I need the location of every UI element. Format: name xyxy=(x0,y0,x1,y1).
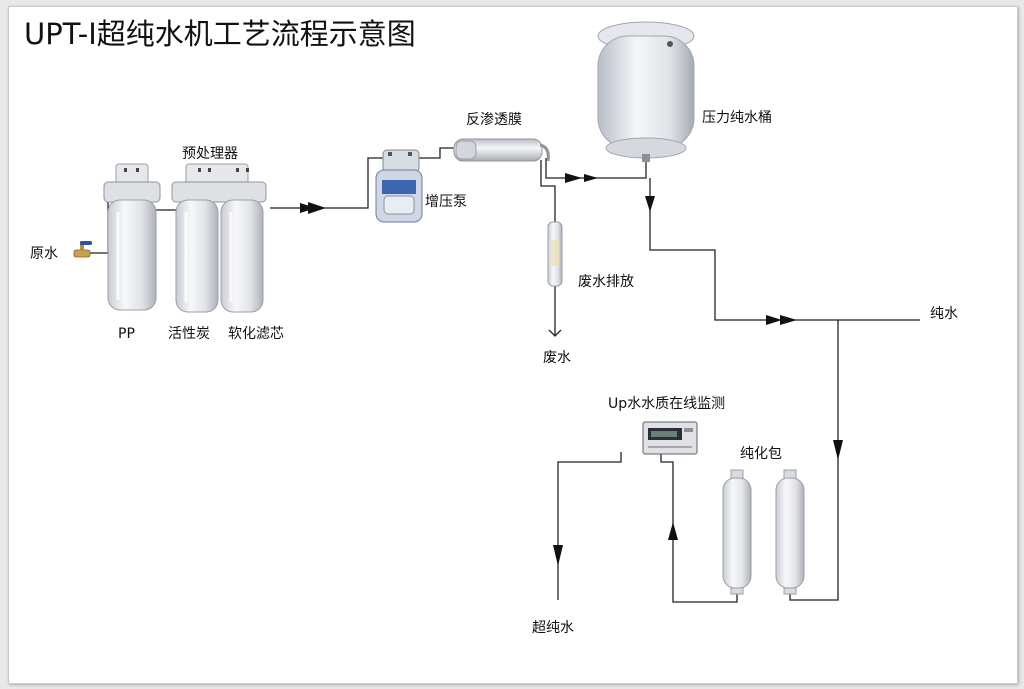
arrow-pure-water xyxy=(766,315,782,325)
label-pretreatment: 预处理器 xyxy=(182,146,238,162)
polish-cartridge-1 xyxy=(722,469,752,595)
arrow-down-ultrapure xyxy=(553,545,563,566)
pipe-membrane-tank xyxy=(545,158,647,179)
pipe-pure-water xyxy=(649,178,920,321)
pipe-to-pump xyxy=(270,157,385,209)
arrow-down-polish xyxy=(833,440,843,460)
pipe-raw-inlet xyxy=(90,198,109,254)
booster-pump-icon xyxy=(375,149,423,223)
label-polish: 纯化包 xyxy=(740,446,782,462)
diagram-title: UPT-I超纯水机工艺流程示意图 xyxy=(24,17,416,51)
label-monitor: Up水水质在线监测 xyxy=(608,396,725,412)
ro-membrane-icon xyxy=(453,138,550,162)
label-ro-membrane: 反渗透膜 xyxy=(466,112,522,128)
drain-restrictor-icon xyxy=(547,221,563,287)
pretreatment-filters xyxy=(103,163,267,313)
label-pressure-tank: 压力纯水桶 xyxy=(702,110,772,126)
water-quality-monitor-icon xyxy=(642,421,698,455)
pipe-ultrapure xyxy=(557,452,622,600)
pressure-tank-icon xyxy=(597,21,695,162)
polish-cartridge-2 xyxy=(775,469,805,595)
label-booster-pump: 增压泵 xyxy=(425,194,467,210)
drain-outlet-icon xyxy=(548,329,562,337)
inlet-valve-icon xyxy=(73,241,92,258)
label-waste-water: 废水 xyxy=(543,350,571,366)
label-pure-water: 纯水 xyxy=(930,306,958,322)
label-drain: 废水排放 xyxy=(578,274,634,290)
pipe-pump-membrane xyxy=(418,147,458,159)
pipe-drain-top xyxy=(540,160,556,222)
arrow-up-monitor xyxy=(668,522,678,540)
flow-arrows xyxy=(300,173,843,566)
pp-filter-icon xyxy=(103,163,161,311)
label-pp: PP xyxy=(118,326,135,342)
carbon-softener-filters-icon xyxy=(171,163,267,313)
diagram-sheet xyxy=(8,6,1018,684)
arrow-to-tank xyxy=(565,173,582,183)
polishing-cartridges-icon xyxy=(722,469,805,595)
label-softener: 软化滤芯 xyxy=(228,326,284,342)
arrow-to-pump-head xyxy=(308,202,326,214)
label-ultrapure: 超纯水 xyxy=(532,620,574,636)
arrow-tank-down xyxy=(645,196,655,212)
arrow-pure-water-head xyxy=(780,315,797,325)
label-carbon: 活性炭 xyxy=(168,326,210,342)
arrow-to-tank-head xyxy=(584,174,598,182)
label-raw-water: 原水 xyxy=(30,246,58,262)
labels: 预处理器 原水 PP 活性炭 软化滤芯 增压泵 反渗透膜 压力纯水桶 废水排放 … xyxy=(30,110,958,636)
